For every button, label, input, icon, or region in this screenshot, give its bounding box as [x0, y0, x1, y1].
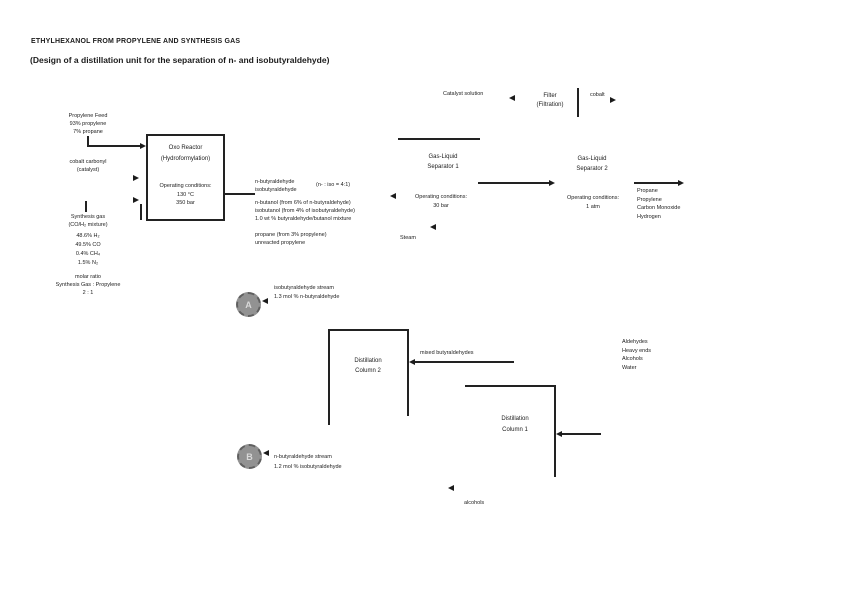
stream-node-b-label: B	[246, 451, 253, 462]
reactor-outlet-line	[225, 193, 255, 195]
page-title: ETHYLHEXANOL FROM PROPYLENE AND SYNTHESI…	[31, 38, 241, 45]
product-propane: propane (from 3% propylene)	[255, 232, 327, 238]
offgas-hydrogen: Hydrogen	[637, 214, 661, 220]
propylene-feed-comp2: 7% propane	[73, 129, 103, 135]
syngas-comp-n2: 1.5% N₂	[77, 260, 99, 266]
syngas-desc: (CO/H₂ mixture)	[68, 222, 108, 228]
propylene-feed-arrowhead-icon	[140, 143, 146, 149]
catalyst-feed-line1: cobalt carbonyl	[69, 159, 107, 165]
syngas-ratio-value: 2 : 1	[82, 290, 94, 296]
product-niso-ratio: (n- : iso = 4:1)	[316, 182, 351, 188]
product-isobutanol: isobutanol (from 4% of isobutyraldehyde)	[255, 208, 355, 214]
column1-feed-aldehydes: Aldehydes	[622, 339, 648, 345]
separator2-name1: Gas-Liquid	[577, 156, 607, 162]
alcohols-label: alcohols	[464, 500, 485, 506]
catalyst-feed-arrowhead-icon	[133, 175, 139, 181]
column1-feed-alcohols: Alcohols	[622, 356, 643, 362]
catalyst-feed-line2: (catalyst)	[76, 167, 100, 173]
syngas-ratio-label: molar ratio	[75, 274, 101, 280]
column1-name2: Column 1	[502, 427, 528, 433]
column2-right-edge	[407, 329, 409, 416]
column2-feed-label: mixed butyraldehydes	[420, 350, 474, 356]
syngas-comp-h2: 48.6% H₂	[76, 233, 100, 239]
separator1-pressure: 30 bar	[433, 203, 449, 209]
stream-a-arrowhead-icon	[262, 298, 268, 304]
column2-top-edge	[328, 329, 409, 331]
offgas-propylene: Propylene	[637, 197, 662, 203]
separator1-name1: Gas-Liquid	[428, 154, 458, 160]
oxo-reactor-name2: (Hydroformylation)	[160, 156, 211, 162]
syngas-comp-ch4: 0.4% CH₄	[75, 251, 101, 257]
column1-feed-water: Water	[622, 365, 637, 371]
syngas-feed-line-riser	[140, 204, 142, 220]
separator2-offgas-line	[634, 182, 680, 184]
product-unreacted-propylene: unreacted propylene	[255, 240, 306, 246]
separator2-name2: Separator 2	[576, 166, 608, 172]
propylene-feed-line-horizontal	[87, 145, 141, 147]
syngas-name: Synthesis gas	[70, 214, 106, 220]
column1-feed-line	[561, 433, 601, 435]
propylene-feed-comp1: 93% propylene	[69, 121, 107, 127]
stream-node-a: A	[236, 292, 261, 317]
separator2-offgas-arrowhead-icon	[678, 180, 684, 186]
column1-name1: Distillation	[501, 416, 529, 422]
stream-node-a-label: A	[245, 299, 252, 310]
stream-a-line2: 1.3 mol % n-butyraldehyde	[274, 294, 340, 300]
propylene-feed-name: Propylene Feed	[68, 113, 108, 119]
steam-label: Steam	[400, 235, 416, 241]
filter-name1: Filter	[543, 93, 557, 99]
column1-top-edge	[465, 385, 556, 387]
stream-b-line1: n-butyraldehyde stream	[274, 454, 332, 460]
column2-left-edge	[328, 329, 330, 425]
stream-a-line1: isobutyraldehyde stream	[274, 285, 334, 291]
column2-name2: Column 2	[355, 368, 381, 374]
column1-feed-heavy-ends: Heavy ends	[622, 348, 652, 354]
oxo-reactor-temperature: 130 °C	[177, 192, 194, 198]
column1-right-edge	[554, 385, 556, 477]
separator1-outlet-arrowhead-icon	[549, 180, 555, 186]
separator2-conditions-label: Operating conditions:	[567, 195, 619, 201]
syngas-feed-arrowhead-icon	[133, 197, 139, 203]
separator1-outlet-line	[478, 182, 550, 184]
column2-feed-arrowhead-icon	[409, 359, 415, 365]
separator1-conditions-label: Operating conditions:	[415, 194, 467, 200]
separator2-pressure: 1 atm	[586, 204, 600, 210]
filter-name2: (Filtration)	[536, 102, 564, 108]
product-mixture: 1.0 wt % butyraldehyde/butanol mixture	[255, 216, 352, 222]
separator1-name2: Separator 1	[427, 164, 459, 170]
oxo-reactor-name1: Oxo Reactor	[168, 145, 203, 151]
separator1-top-line	[398, 138, 480, 140]
syngas-ratio-name: Synthesis Gas : Propylene	[55, 282, 121, 288]
filter-line	[577, 88, 579, 117]
stream-node-b: B	[237, 444, 262, 469]
page-subtitle: (Design of a distillation unit for the s…	[30, 55, 330, 65]
steam-arrowhead-icon	[430, 224, 436, 230]
product-nbutanol: n-butanol (from 6% of n-butyraldehyde)	[255, 200, 351, 206]
product-nbutyraldehyde: n-butyraldehyde	[255, 179, 295, 185]
syngas-feed-line-vertical	[85, 201, 87, 212]
cobalt-label: cobalt	[590, 92, 605, 98]
column2-feed-line	[414, 361, 514, 363]
separator1-inlet-arrowhead-icon	[390, 193, 396, 199]
catalyst-solution-arrowhead-icon	[509, 95, 515, 101]
column1-feed-arrowhead-icon	[556, 431, 562, 437]
offgas-carbon-monoxide: Carbon Monoxide	[637, 205, 681, 211]
catalyst-solution-label: Catalyst solution	[443, 91, 484, 97]
oxo-reactor-conditions-label: Operating conditions:	[159, 183, 212, 189]
stream-b-line2: 1.2 mol % isobutyraldehyde	[274, 464, 342, 470]
alcohols-arrowhead-icon	[448, 485, 454, 491]
syngas-comp-co: 49.5% CO	[75, 242, 101, 248]
oxo-reactor-box: Oxo Reactor (Hydroformylation) Operating…	[146, 134, 225, 221]
propylene-feed-line-vertical	[87, 136, 89, 146]
column2-name1: Distillation	[354, 358, 382, 364]
offgas-propane: Propane	[637, 188, 658, 194]
oxo-reactor-pressure: 350 bar	[176, 200, 195, 206]
cobalt-arrowhead-icon	[610, 97, 616, 103]
stream-b-arrowhead-icon	[263, 450, 269, 456]
product-isobutyraldehyde: isobutyraldehyde	[255, 187, 297, 193]
